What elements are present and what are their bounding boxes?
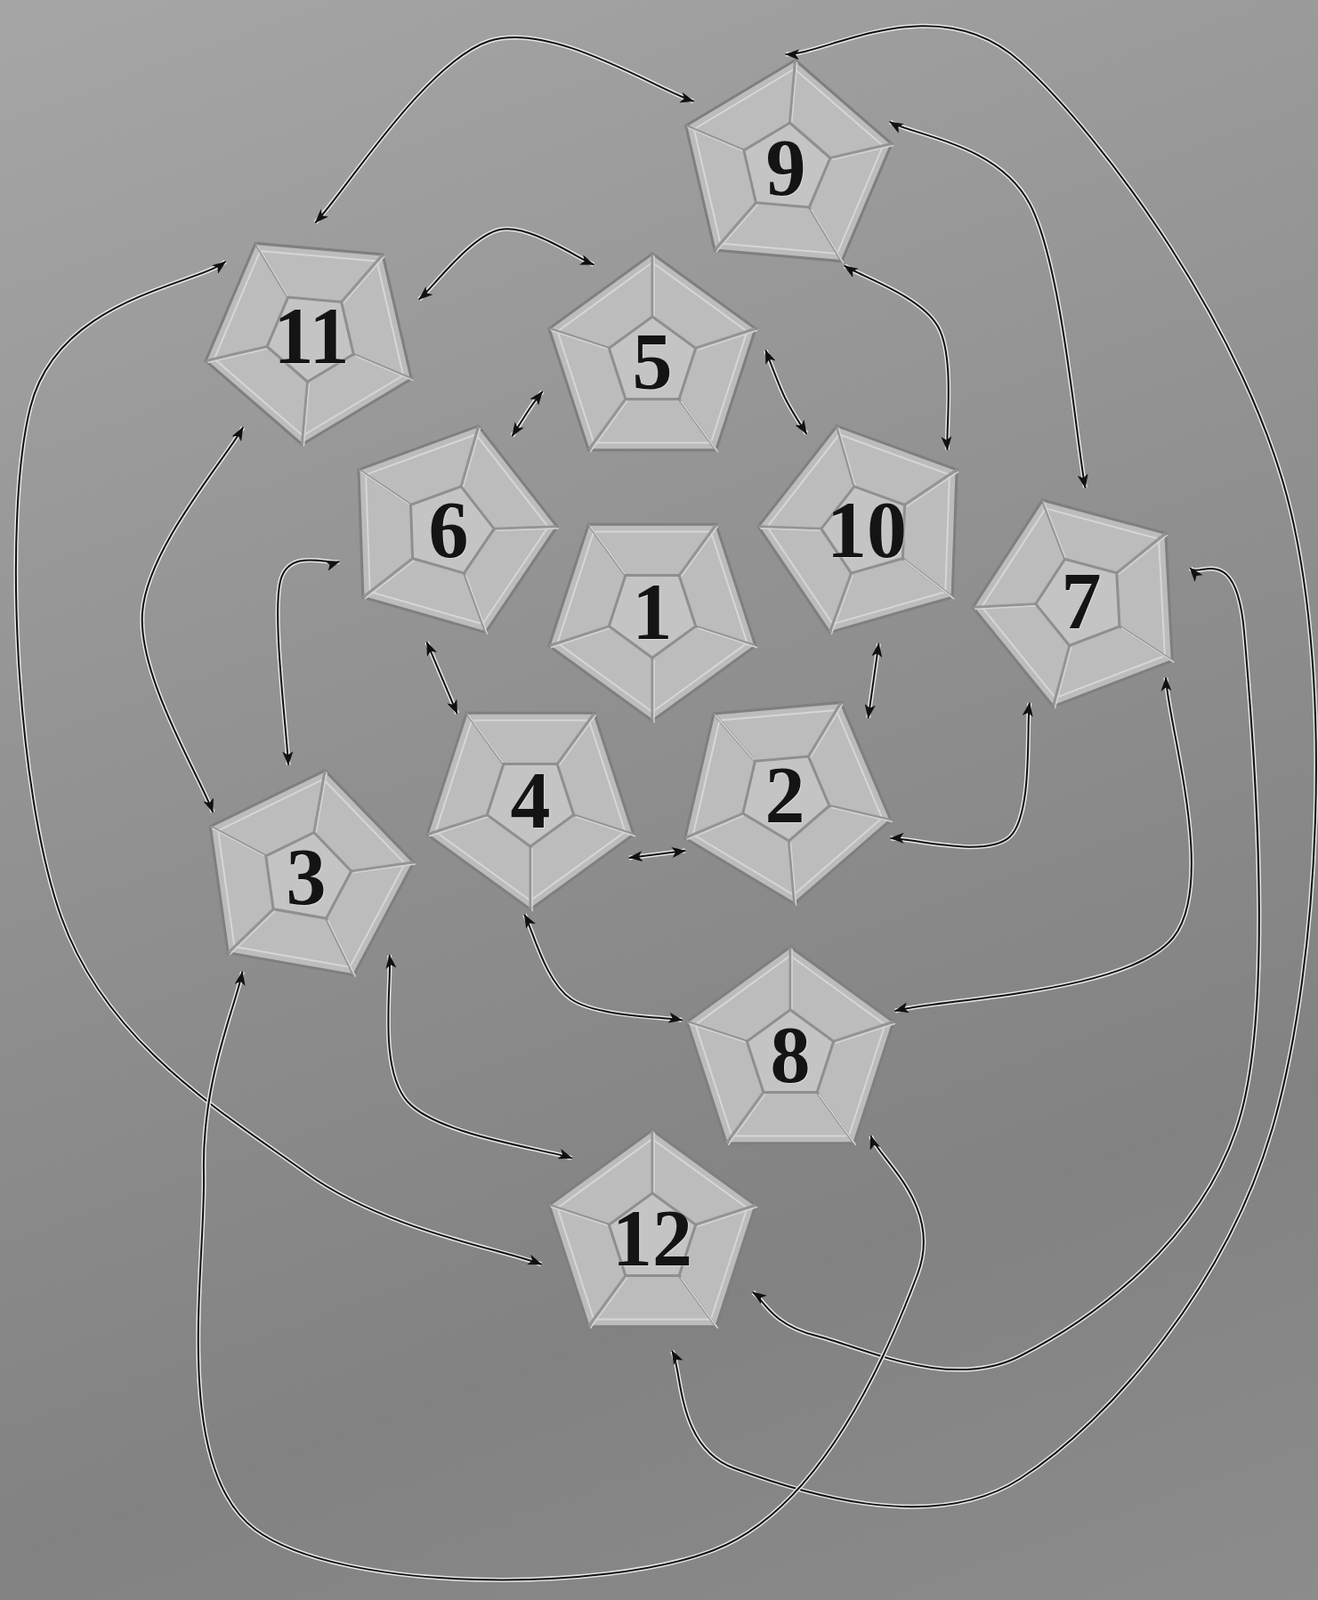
- pentagon-node: 2: [673, 684, 897, 907]
- double-arrow-connector: [844, 266, 949, 451]
- connector-line: [524, 914, 682, 1021]
- connector-line: [671, 25, 1317, 1507]
- face-number: 4: [510, 760, 551, 841]
- face-number: 3: [286, 837, 327, 918]
- face-number: 8: [770, 1015, 811, 1096]
- pentagon-node: 1: [541, 501, 764, 724]
- double-arrow-connector: [277, 559, 340, 765]
- double-arrow-connector: [512, 391, 543, 437]
- connector-line: [629, 850, 686, 858]
- double-arrow-connector: [315, 37, 695, 223]
- connector-halo: [524, 914, 682, 1021]
- connector-line: [142, 427, 243, 812]
- connector-halo: [868, 643, 880, 718]
- connector-halo: [890, 703, 1030, 848]
- double-arrow-connector: [895, 678, 1192, 1011]
- connector-line: [315, 37, 695, 223]
- connector-line: [890, 703, 1030, 848]
- double-arrow-connector: [198, 971, 924, 1580]
- pentagon-node: 5: [541, 250, 764, 474]
- face-number: 9: [766, 128, 807, 209]
- face-number: 10: [826, 490, 907, 571]
- pentagon-node: 7: [970, 490, 1193, 713]
- double-arrow-connector: [752, 568, 1260, 1371]
- connector-halo: [765, 350, 807, 435]
- face-number: 12: [612, 1198, 693, 1279]
- pentagon-node: 6: [337, 419, 560, 642]
- connector-halo: [315, 37, 695, 223]
- double-arrow-connector: [671, 25, 1317, 1507]
- connector-halo: [427, 642, 458, 714]
- connector-line: [895, 678, 1192, 1011]
- double-arrow-connector: [427, 642, 458, 714]
- double-arrow-connector: [868, 643, 880, 718]
- pentagon-node: 11: [200, 225, 423, 448]
- connector-line: [198, 971, 924, 1580]
- connector-halo: [629, 850, 686, 858]
- connector-line: [512, 391, 543, 437]
- face-number: 2: [765, 755, 806, 836]
- pentagon-node: 8: [679, 944, 902, 1167]
- connector-line: [388, 954, 572, 1158]
- connector-halo: [419, 228, 594, 300]
- double-arrow-connector: [524, 914, 682, 1021]
- connector-halo: [198, 971, 924, 1580]
- double-arrow-connector: [419, 228, 594, 300]
- connector-halo: [512, 391, 543, 437]
- double-arrow-connector: [629, 850, 686, 858]
- double-arrow-connector: [142, 427, 243, 812]
- connector-line: [752, 568, 1260, 1371]
- connector-line: [868, 643, 880, 718]
- connector-halo: [752, 568, 1260, 1371]
- connector-line: [277, 559, 340, 765]
- pentagon-node: 10: [755, 419, 979, 642]
- connector-line: [844, 266, 949, 451]
- pentagon-node: 12: [541, 1127, 764, 1351]
- face-number: 11: [273, 296, 349, 377]
- face-number: 7: [1061, 561, 1102, 642]
- connector-halo: [388, 954, 572, 1158]
- connector-halo: [142, 427, 243, 812]
- connector-halo: [671, 25, 1317, 1507]
- double-arrow-connector: [388, 954, 572, 1158]
- double-arrow-connector: [890, 703, 1030, 848]
- connector-line: [765, 350, 807, 435]
- connector-line: [419, 228, 594, 300]
- connector-line: [427, 642, 458, 714]
- double-arrow-connector: [765, 350, 807, 435]
- pentagon-node: 9: [674, 56, 898, 280]
- pentagon-node: 3: [194, 766, 418, 989]
- pentagon-node: 4: [419, 689, 642, 913]
- face-number: 6: [428, 490, 469, 571]
- connector-halo: [844, 266, 949, 451]
- connector-halo: [895, 678, 1192, 1011]
- face-number: 1: [632, 572, 673, 653]
- face-number: 5: [632, 322, 673, 403]
- connector-halo: [277, 559, 340, 765]
